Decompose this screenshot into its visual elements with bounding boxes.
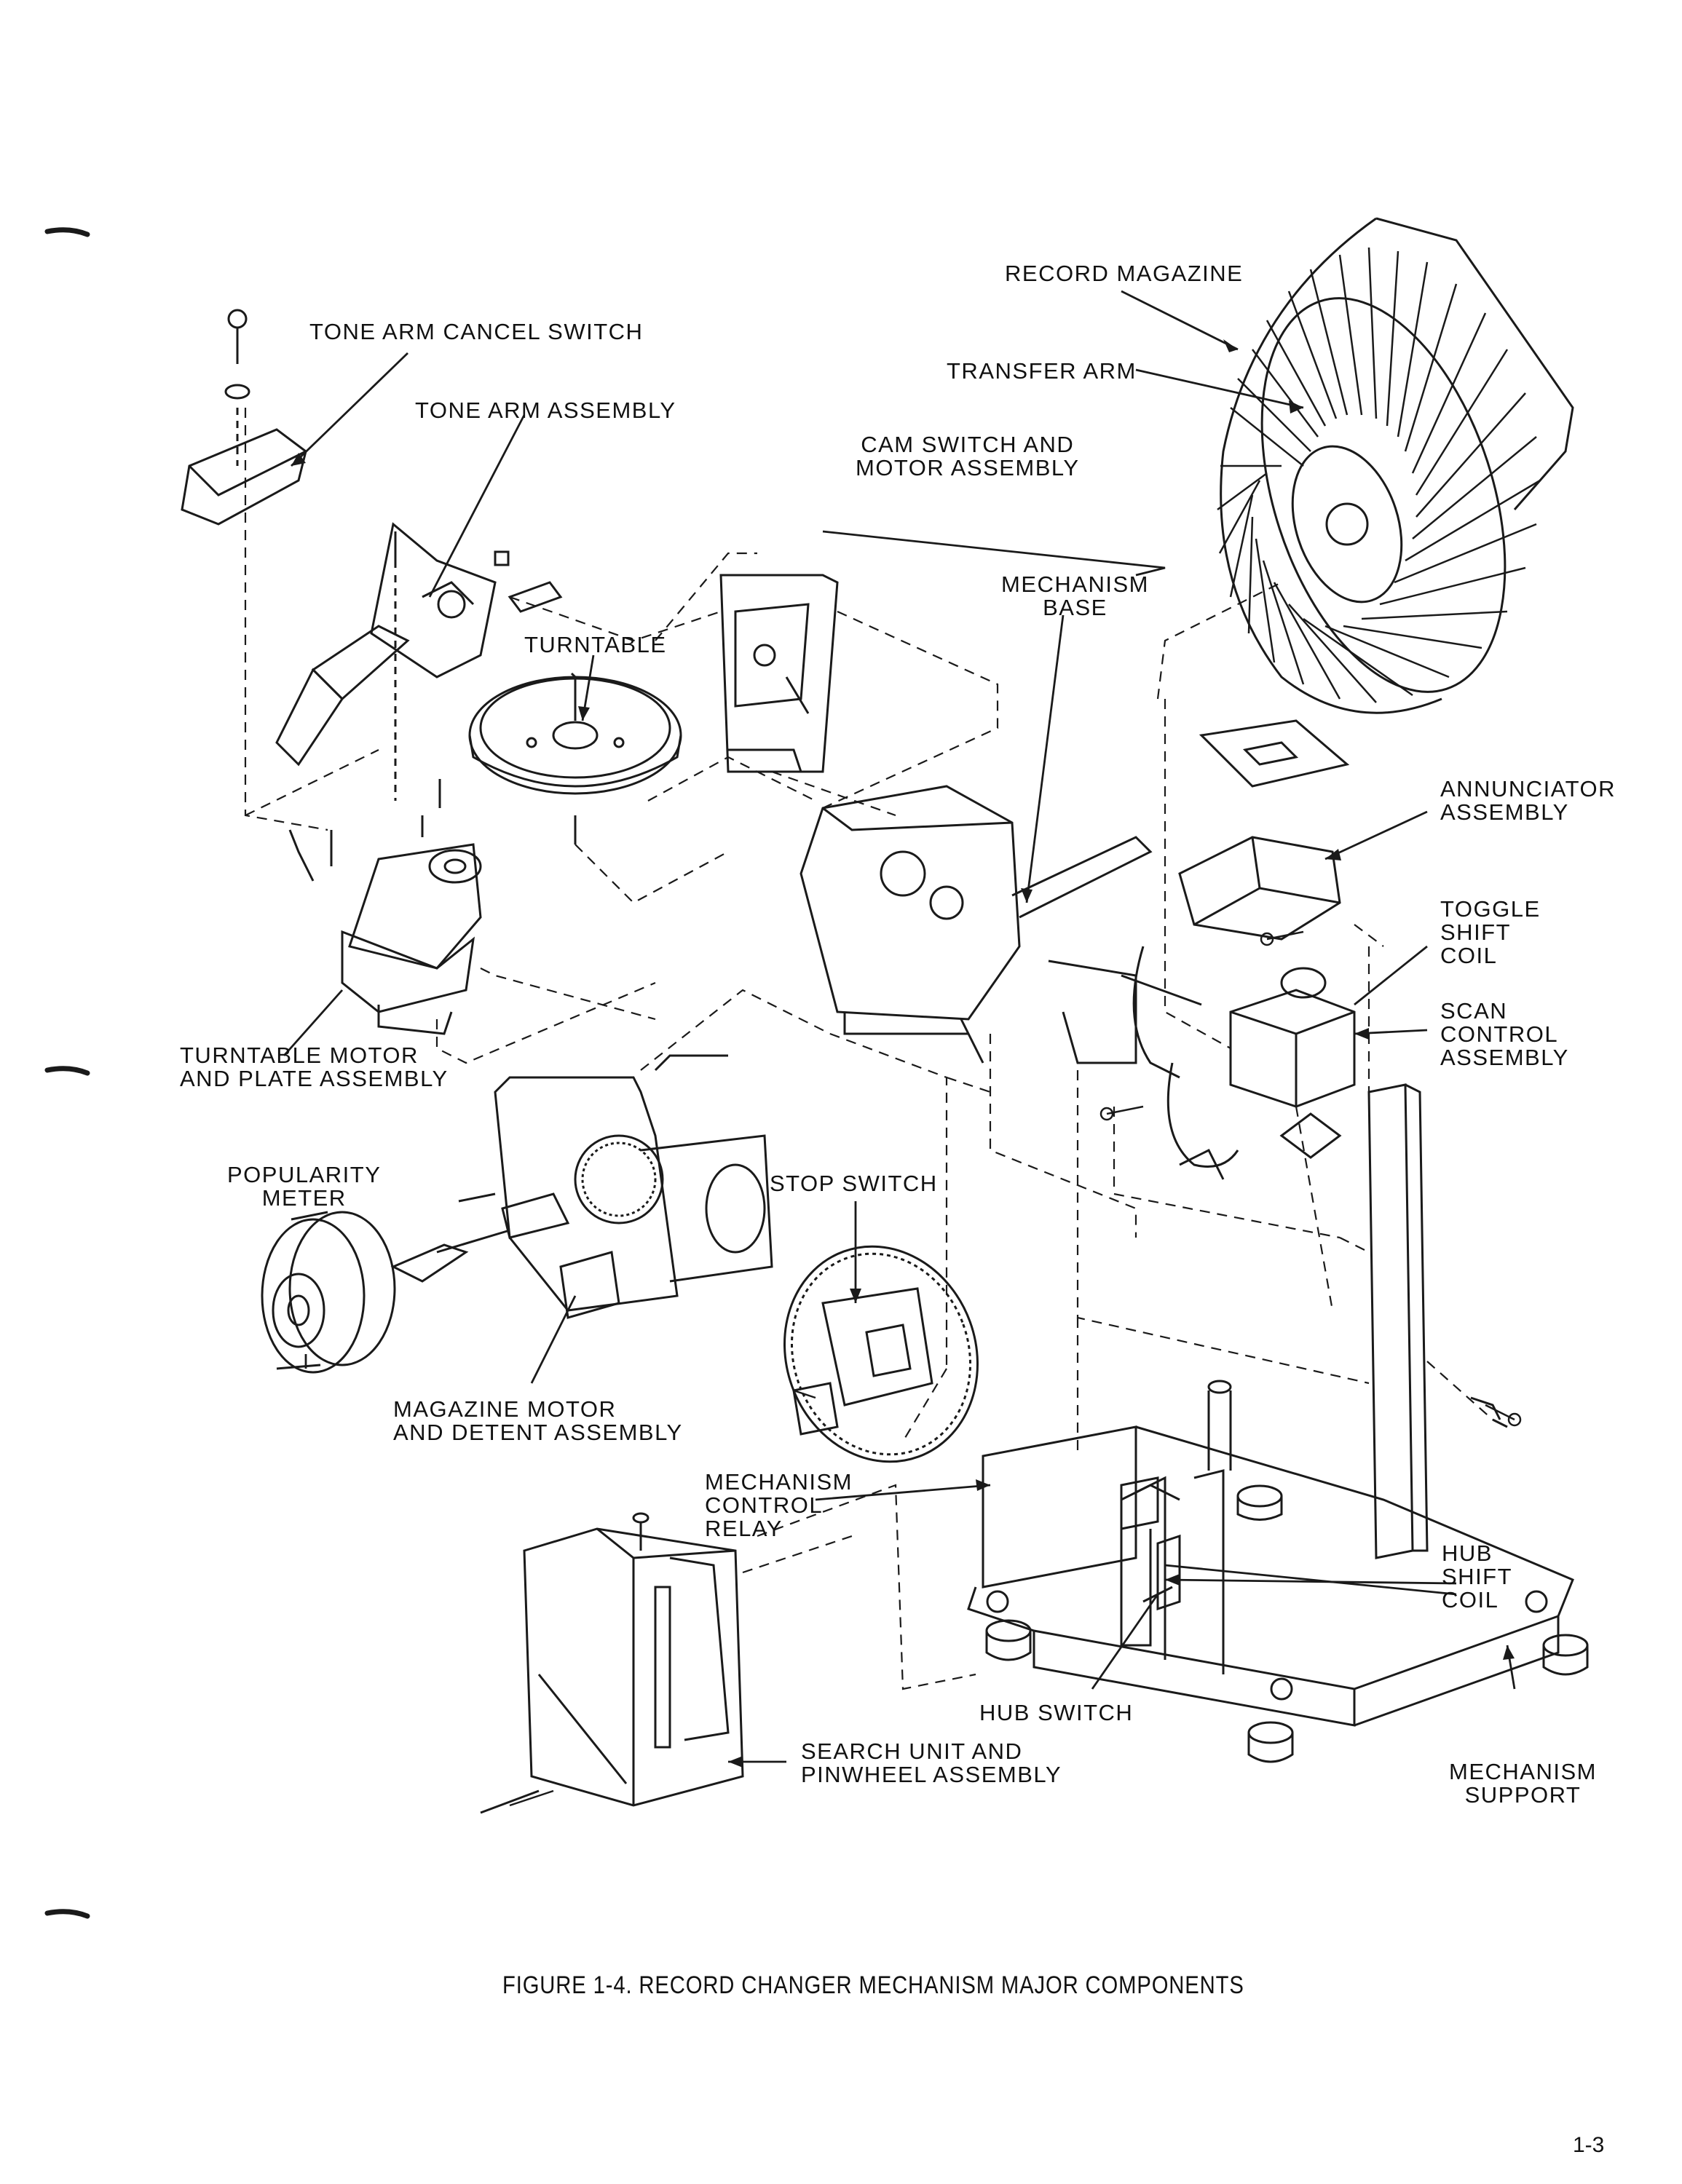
binder-marks — [44, 227, 90, 1919]
tone-arm-cancel-switch-drawing — [181, 309, 307, 526]
label-turntable-motor-line2: AND PLATE ASSEMBLY — [180, 1066, 449, 1091]
screws — [509, 930, 1522, 1807]
popularity-meter-drawing — [261, 1211, 396, 1374]
label-mechanism-base-line1: MECHANISM — [1001, 571, 1149, 597]
label-transfer-arm: TRANSFER ARM — [947, 358, 1137, 384]
label-toggle-shift-coil-line2: SHIFT — [1440, 919, 1512, 945]
annunciator-drawing — [1178, 719, 1350, 941]
label-toggle-shift-coil: TOGGLE SHIFT COIL — [1440, 898, 1541, 968]
label-search-unit-line1: SEARCH UNIT AND — [801, 1738, 1023, 1764]
label-cam-switch-line2: MOTOR ASSEMBLY — [856, 455, 1080, 480]
assembly-guide-lines — [244, 408, 1493, 1690]
label-toggle-shift-coil-line1: TOGGLE — [1440, 896, 1541, 922]
label-annunciator: ANNUNCIATOR ASSEMBLY — [1440, 778, 1616, 824]
label-annunciator-line1: ANNUNCIATOR — [1440, 776, 1616, 802]
mechanism-support-drawing — [967, 1083, 1589, 1763]
label-search-unit: SEARCH UNIT AND PINWHEEL ASSEMBLY — [801, 1740, 1062, 1787]
label-hub-switch: HUB SWITCH — [979, 1700, 1134, 1725]
label-scan-control-line3: ASSEMBLY — [1440, 1045, 1569, 1070]
label-turntable-motor-line1: TURNTABLE MOTOR — [180, 1042, 419, 1068]
label-hub-shift-coil-line1: HUB — [1442, 1540, 1493, 1566]
label-record-magazine: RECORD MAGAZINE — [1005, 261, 1244, 286]
label-popularity-meter-line1: POPULARITY — [227, 1162, 382, 1187]
hub-switch-drawing — [1120, 1476, 1181, 1647]
search-unit-drawing — [480, 1512, 744, 1814]
label-magazine-motor-line1: MAGAZINE MOTOR — [393, 1396, 617, 1422]
magazine-motor-drawing — [390, 1054, 773, 1319]
label-scan-control: SCAN CONTROL ASSEMBLY — [1440, 1000, 1569, 1069]
label-annunciator-line2: ASSEMBLY — [1440, 799, 1569, 825]
label-cam-switch: CAM SWITCH AND MOTOR ASSEMBLY — [856, 433, 1080, 480]
leader-lines — [283, 290, 1516, 1763]
label-mechanism-control-relay-line3: RELAY — [705, 1516, 783, 1541]
label-magazine-motor: MAGAZINE MOTOR AND DETENT ASSEMBLY — [393, 1398, 683, 1444]
label-mechanism-support-line2: SUPPORT — [1464, 1782, 1582, 1808]
scan-control-drawing — [1121, 946, 1356, 1180]
label-mechanism-control-relay: MECHANISM CONTROL RELAY — [705, 1471, 853, 1540]
turntable-drawing — [468, 672, 682, 844]
label-scan-control-line2: CONTROL — [1440, 1021, 1559, 1047]
label-popularity-meter-line2: METER — [261, 1185, 347, 1211]
label-scan-control-line1: SCAN — [1440, 998, 1508, 1024]
label-mechanism-control-relay-line1: MECHANISM — [705, 1469, 853, 1495]
label-cam-switch-line1: CAM SWITCH AND — [861, 432, 1075, 457]
label-popularity-meter: POPULARITY METER — [227, 1163, 381, 1210]
label-mechanism-control-relay-line2: CONTROL — [705, 1492, 824, 1518]
record-magazine-drawing — [1217, 217, 1574, 714]
label-tone-arm-assembly: TONE ARM ASSEMBLY — [415, 397, 676, 423]
label-stop-switch: STOP SWITCH — [770, 1171, 938, 1196]
label-turntable: TURNTABLE — [524, 632, 667, 657]
label-toggle-shift-coil-line3: COIL — [1440, 943, 1498, 968]
figure-caption: FIGURE 1-4. RECORD CHANGER MECHANISM MAJ… — [502, 1971, 1244, 1999]
label-mechanism-base: MECHANISM BASE — [1001, 573, 1149, 620]
turntable-motor-drawing — [288, 779, 482, 1035]
tone-arm-assembly-drawing — [275, 522, 497, 801]
label-search-unit-line2: PINWHEEL ASSEMBLY — [801, 1762, 1062, 1787]
label-turntable-motor: TURNTABLE MOTOR AND PLATE ASSEMBLY — [180, 1044, 449, 1091]
stop-switch-drawing — [783, 1245, 979, 1463]
label-hub-shift-coil-line3: COIL — [1442, 1587, 1499, 1613]
cam-switch-drawing — [494, 550, 839, 773]
label-mechanism-support: MECHANISM SUPPORT — [1449, 1760, 1597, 1807]
label-magazine-motor-line2: AND DETENT ASSEMBLY — [393, 1420, 683, 1445]
label-tone-arm-cancel-switch: TONE ARM CANCEL SWITCH — [309, 319, 644, 344]
label-hub-shift-coil: HUB SHIFT COIL — [1442, 1542, 1512, 1612]
page-number: 1-3 — [1573, 2133, 1605, 2157]
label-hub-shift-coil-line2: SHIFT — [1442, 1564, 1513, 1589]
label-mechanism-support-line1: MECHANISM — [1449, 1759, 1597, 1784]
mechanism-base-drawing — [799, 785, 1153, 1064]
arrow-heads — [291, 339, 1515, 1768]
label-mechanism-base-line2: BASE — [1043, 595, 1107, 620]
